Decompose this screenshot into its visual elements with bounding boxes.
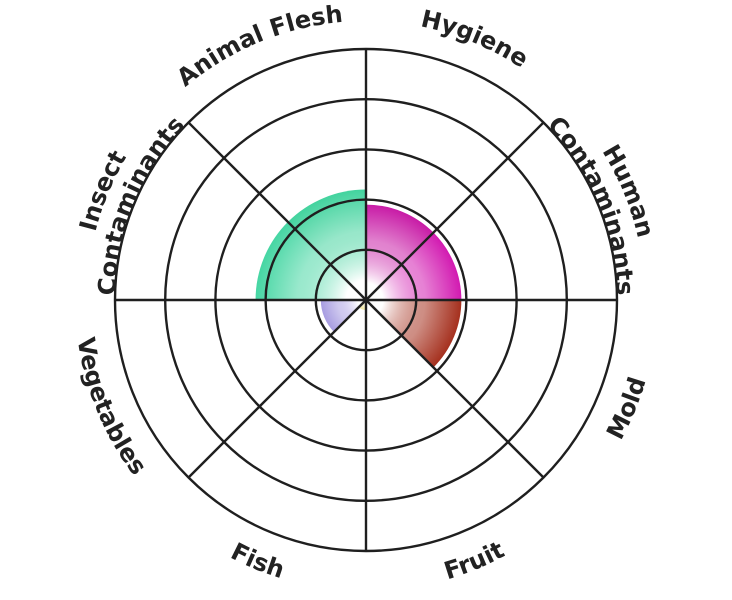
category-label-hygiene: Hygiene <box>418 5 533 74</box>
wedge-human-contaminants <box>366 232 462 300</box>
category-label-animal-flesh: Animal Flesh <box>172 0 345 92</box>
wedge-vegetables <box>320 300 366 332</box>
wedge-hygiene <box>366 204 434 300</box>
grid-layer <box>113 47 619 553</box>
category-label-mold: Mold <box>601 374 651 444</box>
category-label-fruit: Fruit <box>441 536 509 585</box>
wedges-layer <box>255 189 462 368</box>
grid-spoke-4 <box>187 121 545 479</box>
category-label-fish: Fish <box>227 537 288 584</box>
wedge-mold <box>366 300 462 368</box>
